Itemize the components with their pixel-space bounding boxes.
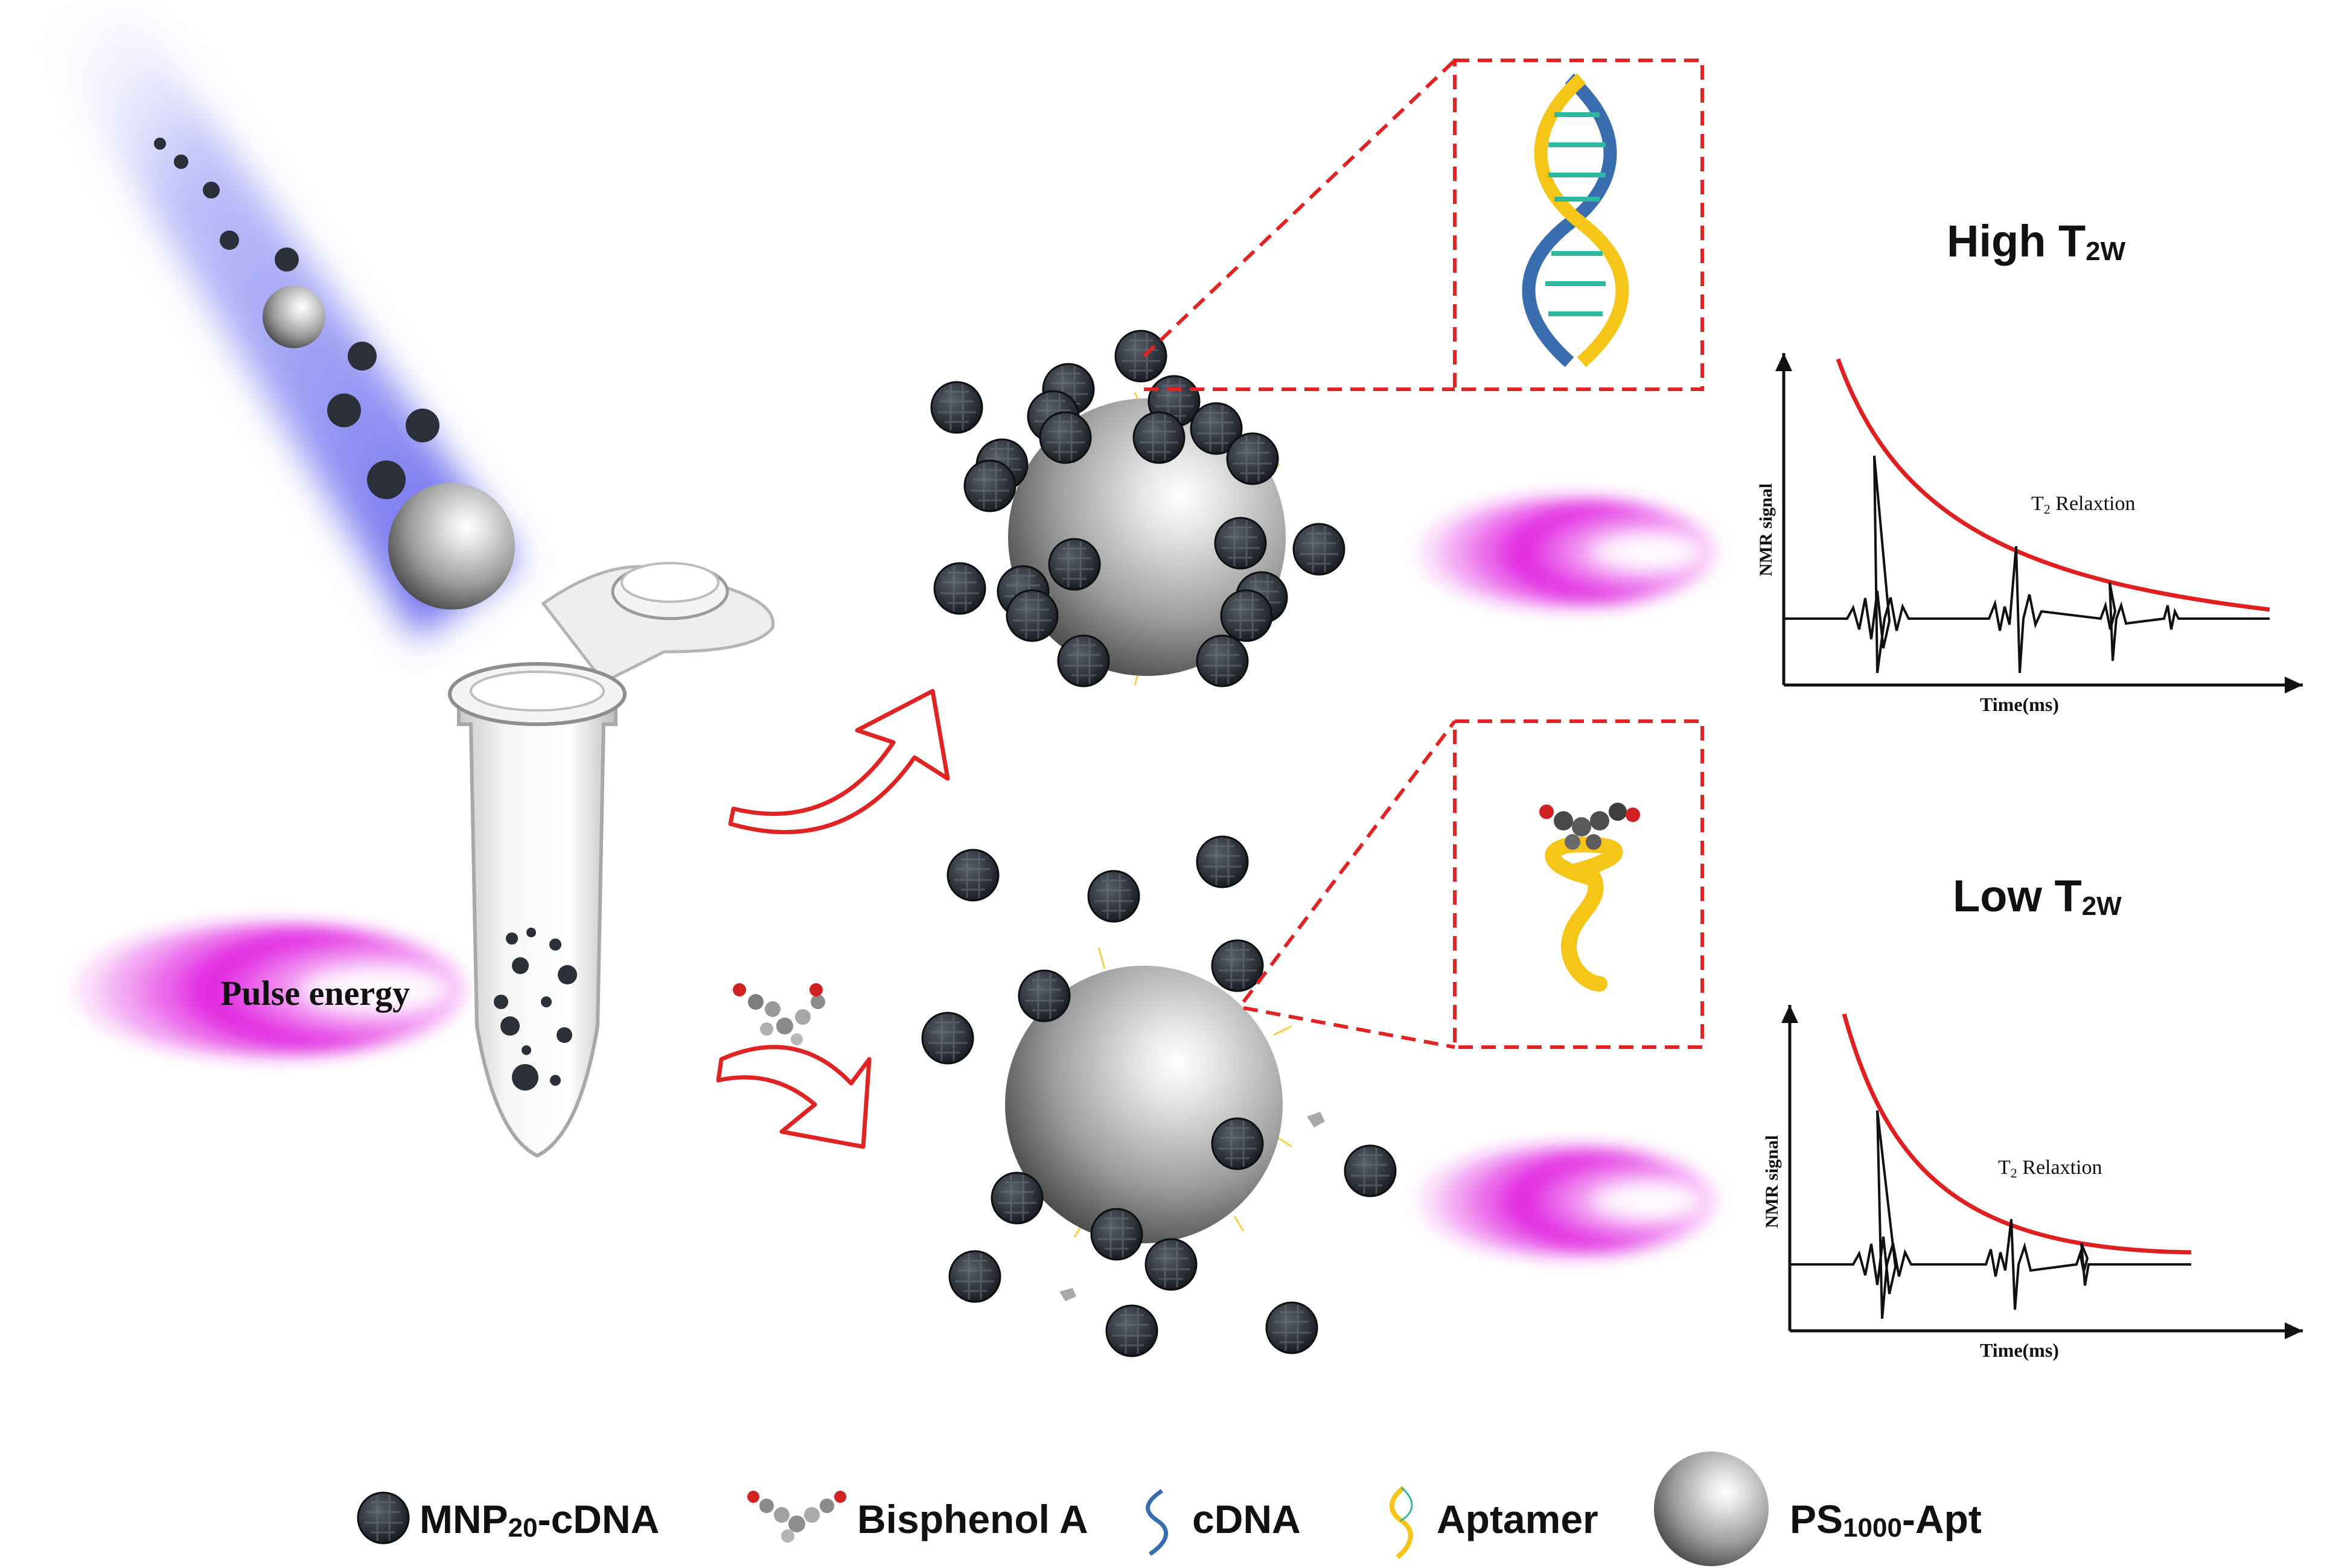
cdna-strand-icon [1146,1489,1169,1556]
pulse-energy-glow [66,923,465,1056]
high-x-axis-label: Time(ms) [1980,693,2059,715]
mnp-particle [1114,330,1167,383]
low-t2w-title: Low T2W [1953,871,2122,921]
aptamer-strand-icon [1389,1485,1413,1560]
arrow-up [728,689,950,835]
beam-dot [406,409,439,442]
ps-sphere [1008,398,1286,676]
low-t2w-panel: Low T2W T2 Relaxtion NMR signal Time(ms) [1762,871,2303,1361]
pulse-glow-lower [1412,1147,1714,1255]
aptamer-bpa-icon [1539,803,1640,992]
legend-item-mnp: MNP20-cDNA [357,1491,659,1544]
svg-text:PS1000-Apt: PS1000-Apt [1790,1497,1982,1543]
beam-dot [367,461,406,499]
beam-dot [174,155,188,169]
ps-sphere-icon [1654,1452,1769,1566]
large-ps-sphere [388,483,515,610]
mnp-particle-icon [357,1491,410,1544]
arrow-down [716,1045,872,1149]
svg-text:MNP20-cDNA: MNP20-cDNA [420,1497,659,1543]
low-echo-signal [1790,1110,2191,1319]
beam-dot [275,247,299,272]
dna-duplex-icon [1522,73,1629,368]
low-relaxation-label: T2 Relaxtion [1998,1156,2102,1181]
beam-dot [203,182,220,199]
legend-item-bisphenol: Bisphenol A [747,1491,1088,1543]
high-echo-signal [1784,455,2270,674]
high-relaxation-label: T2 Relaxtion [2031,492,2135,517]
beam-dot [154,138,166,150]
pulse-glow-upper [1412,498,1714,607]
tube-particles [494,928,577,1091]
legend-item-aptamer: Aptamer [1389,1485,1598,1560]
aptamer-zoom-box [1242,719,1704,1049]
ps-mnp-complex-bound [930,330,1345,687]
duplex-zoom-box [1142,59,1704,391]
small-ps-sphere [263,285,325,348]
high-y-axis-label: NMR signal [1756,483,1776,576]
high-t2w-title: High T2W [1947,216,2126,266]
ps-sphere [1005,966,1283,1243]
legend-item-ps: PS1000-Apt [1654,1452,1982,1566]
bisphenol-molecule-icon [733,983,825,1045]
beam-dot [327,394,361,427]
microcentrifuge-tube [448,562,775,1158]
pulse-energy-label: Pulse energy [220,974,410,1013]
svg-text:Aptamer: Aptamer [1437,1497,1598,1541]
low-x-axis-label: Time(ms) [1980,1339,2059,1361]
high-relaxation-curve [1836,358,2270,612]
bisphenol-molecule-icon [747,1491,846,1543]
ps-mnp-complex-released [921,835,1397,1357]
particle-beam [36,0,519,640]
high-t2w-panel: High T2W T2 Relaxtion NMR signal Time(ms… [1756,216,2303,715]
beam-dot [220,231,239,250]
low-y-axis-label: NMR signal [1762,1135,1782,1228]
legend: MNP20-cDNA Bisphenol A cDNA Aptamer PS10… [357,1452,1982,1566]
legend-item-cdna: cDNA [1146,1489,1301,1556]
beam-dot [348,342,377,371]
svg-text:cDNA: cDNA [1192,1497,1301,1541]
low-relaxation-curve [1842,1013,2192,1255]
svg-text:Bisphenol A: Bisphenol A [857,1497,1088,1541]
